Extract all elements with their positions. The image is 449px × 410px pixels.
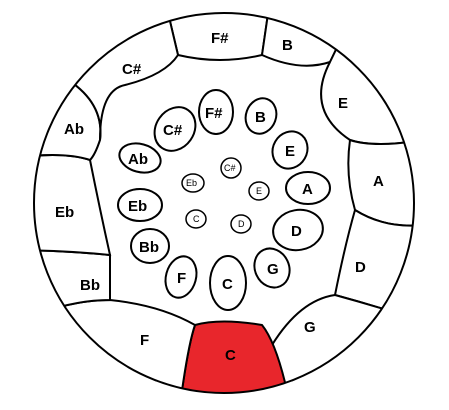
- middle-label-a: A: [302, 181, 313, 198]
- outer-pad-g[interactable]: [270, 293, 449, 405]
- inner-pad-d[interactable]: [230, 214, 252, 234]
- middle-pad-ab[interactable]: [116, 139, 164, 177]
- middle-pad-eb[interactable]: [117, 188, 163, 222]
- drum-rim: [33, 12, 415, 394]
- middle-ring: [116, 89, 331, 311]
- middle-labels: F# B E A D G C F Bb Eb Ab C#: [128, 105, 313, 293]
- outer-label-e: E: [338, 95, 348, 112]
- middle-pad-e[interactable]: [266, 125, 314, 175]
- middle-label-b: B: [255, 109, 266, 126]
- outer-pad-a[interactable]: [347, 133, 449, 227]
- inner-pad-e[interactable]: [248, 181, 270, 201]
- middle-pad-c[interactable]: [209, 255, 247, 311]
- middle-label-c-sharp: C#: [163, 122, 183, 139]
- inner-label-c-sharp: C#: [224, 163, 236, 173]
- inner-label-d: D: [238, 219, 245, 229]
- middle-pad-a[interactable]: [285, 171, 331, 205]
- outer-label-a: A: [373, 173, 384, 190]
- middle-label-f-sharp: F#: [205, 105, 223, 122]
- outer-pad-c-sharp[interactable]: [58, 0, 180, 141]
- inner-label-eb: Eb: [186, 178, 197, 188]
- outer-label-g: G: [304, 319, 316, 336]
- inner-pad-c-sharp[interactable]: [220, 157, 242, 179]
- middle-label-c: C: [222, 276, 233, 293]
- middle-label-eb: Eb: [128, 198, 147, 215]
- outer-labels: F# B E A D G C F Bb Eb Ab C#: [55, 30, 384, 364]
- middle-pad-f-sharp[interactable]: [198, 89, 234, 135]
- middle-pad-g[interactable]: [248, 243, 296, 294]
- outer-label-b: B: [282, 37, 293, 54]
- middle-label-ab: Ab: [128, 151, 148, 168]
- middle-pad-bb[interactable]: [130, 228, 170, 264]
- middle-label-d: D: [291, 223, 302, 240]
- middle-label-g: G: [267, 261, 279, 278]
- middle-pad-b[interactable]: [241, 94, 282, 138]
- outer-pad-e[interactable]: [320, 0, 449, 145]
- inner-ring: [181, 157, 270, 234]
- inner-labels: C# E D C Eb: [186, 163, 262, 229]
- middle-label-e: E: [285, 143, 295, 160]
- middle-pad-f[interactable]: [161, 253, 201, 301]
- outer-label-ab: Ab: [64, 121, 84, 138]
- middle-pad-d[interactable]: [270, 206, 326, 254]
- outer-label-c: C: [225, 347, 236, 364]
- middle-label-bb: Bb: [139, 239, 159, 256]
- outer-pad-f[interactable]: [0, 298, 197, 405]
- middle-pad-c-sharp[interactable]: [146, 99, 204, 158]
- inner-label-c: C: [193, 214, 200, 224]
- outer-label-c-sharp: C#: [122, 61, 142, 78]
- outer-label-bb: Bb: [80, 277, 100, 294]
- outer-label-f: F: [140, 332, 149, 349]
- inner-pad-eb[interactable]: [181, 173, 205, 193]
- outer-label-eb: Eb: [55, 204, 74, 221]
- outer-label-f-sharp: F#: [211, 30, 229, 47]
- inner-label-e: E: [256, 186, 262, 196]
- middle-label-f: F: [177, 270, 186, 287]
- inner-pad-c[interactable]: [185, 209, 207, 229]
- outer-label-d: D: [355, 259, 366, 276]
